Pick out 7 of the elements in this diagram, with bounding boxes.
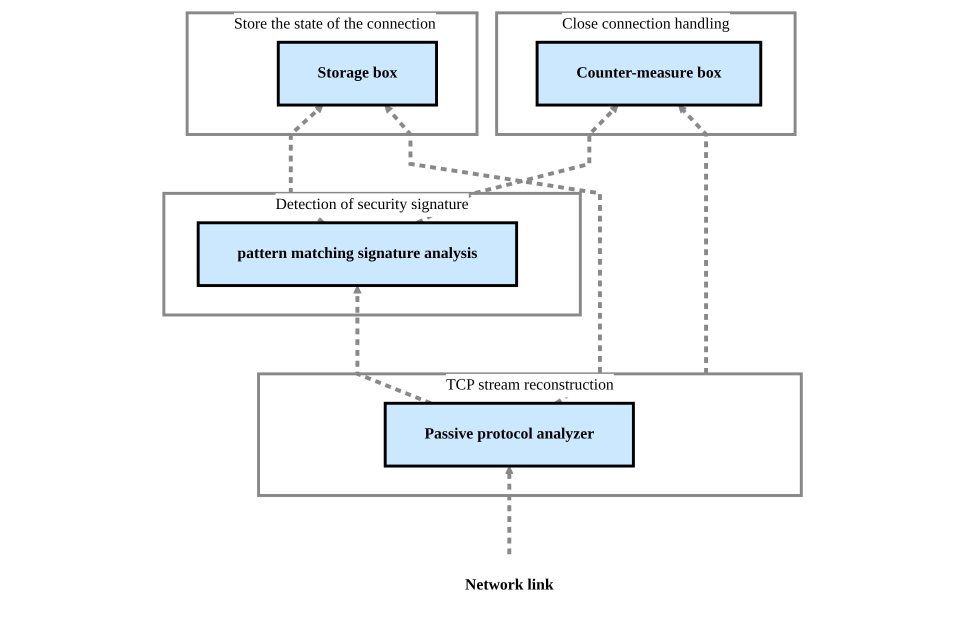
node-box: Passive protocol analyzer — [384, 402, 635, 468]
node-box: Counter-measure box — [536, 40, 762, 107]
arrow — [678, 104, 708, 374]
node-box: pattern matching signature analysis — [196, 221, 518, 288]
node-box: Storage box — [276, 40, 438, 107]
node-text: Network link — [464, 576, 554, 594]
arrow — [504, 466, 514, 554]
